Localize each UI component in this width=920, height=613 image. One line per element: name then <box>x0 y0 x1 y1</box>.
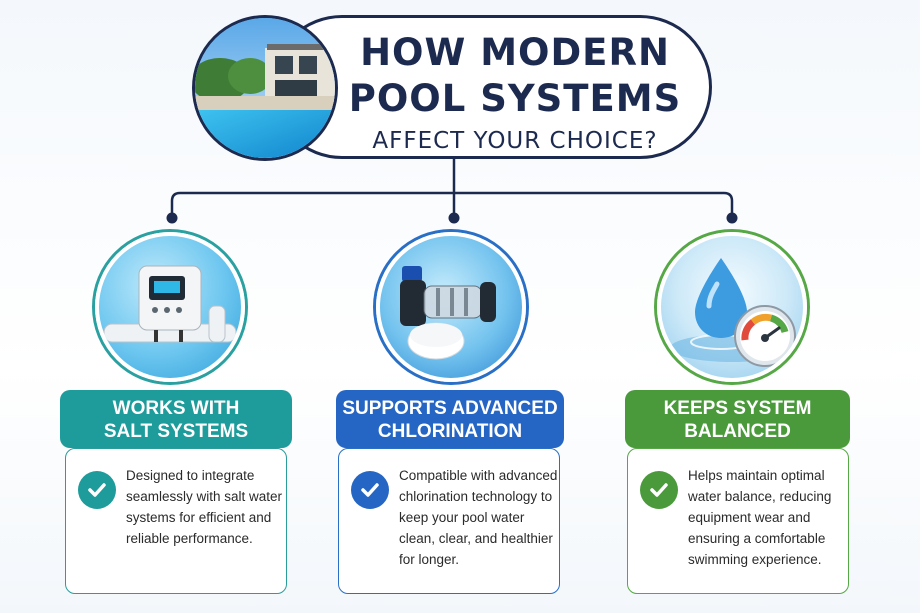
salt-chlorinator-icon <box>95 232 245 382</box>
pool-house-photo <box>192 15 338 161</box>
heading-line-1: SUPPORTS ADVANCED <box>342 398 558 419</box>
title-line-2: POOL SYSTEMS <box>348 77 682 120</box>
checkmark-icon <box>351 471 389 509</box>
card-description: Designed to integrate seamlessly with sa… <box>126 468 283 546</box>
heading-line-2: CHLORINATION <box>377 421 523 442</box>
checkmark-icon <box>640 471 678 509</box>
card-balanced: Helps maintain optimal water balance, re… <box>627 448 849 594</box>
title-line-1: HOW MODERN <box>360 31 670 74</box>
card-description: Helps maintain optimal water balance, re… <box>688 468 832 567</box>
heading-line-1: WORKS WITH <box>112 398 240 419</box>
title-subtitle: AFFECT YOUR CHOICE? <box>372 128 658 154</box>
card-chlorination: Compatible with advanced chlorination te… <box>338 448 560 594</box>
water-drop-gauge-icon <box>657 232 807 382</box>
heading-banner-chlorination: SUPPORTS ADVANCED CHLORINATION <box>336 390 564 448</box>
heading-banner-salt: WORKS WITH SALT SYSTEMS <box>60 390 292 448</box>
checkmark-icon <box>78 471 116 509</box>
heading-banner-balanced: KEEPS SYSTEM BALANCED <box>625 390 850 448</box>
card-salt-systems: Designed to integrate seamlessly with sa… <box>65 448 287 594</box>
chlorine-feeder-icon <box>376 232 526 382</box>
card-description: Compatible with advanced chlorination te… <box>399 468 558 567</box>
title-block: HOW MODERN POOL SYSTEMS AFFECT YOUR CHOI… <box>345 30 685 158</box>
heading-line-1: KEEPS SYSTEM <box>663 398 812 419</box>
heading-line-2: BALANCED <box>684 421 791 442</box>
heading-line-2: SALT SYSTEMS <box>103 421 249 442</box>
title-pill <box>270 15 712 159</box>
